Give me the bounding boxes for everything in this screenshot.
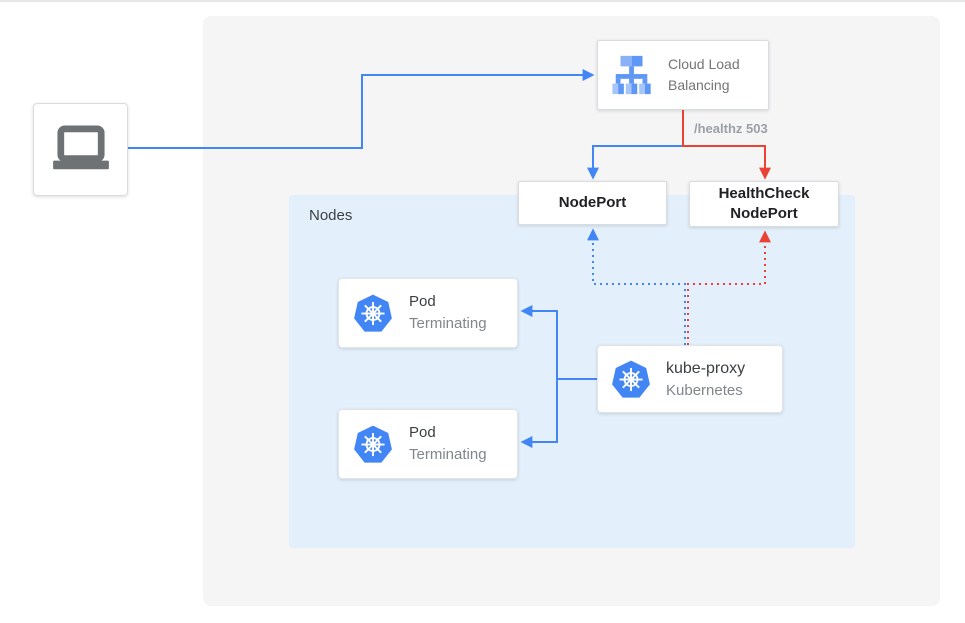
nodes-group-label: Nodes — [309, 207, 353, 224]
pod2-title: Pod — [409, 424, 436, 441]
kubeproxy-to-nodeport-dotted-connector — [587, 228, 686, 345]
pod1-labels: Pod Terminating — [409, 291, 487, 335]
healthz-to-healthcheck-nodeport-connector — [682, 110, 771, 180]
pod2-labels: Pod Terminating — [409, 422, 487, 466]
healthz-503-label: /healthz 503 — [694, 121, 768, 136]
kubernetes-icon — [354, 425, 392, 463]
kube-proxy-labels: kube-proxy Kubernetes — [666, 357, 745, 402]
healthcheck-nodeport-label: HealthCheck NodePort — [718, 185, 810, 222]
kubernetes-icon — [354, 294, 392, 332]
pod2-status: Terminating — [409, 446, 487, 463]
kube-proxy-subtitle: Kubernetes — [666, 381, 743, 399]
loadbalancer-to-nodeport-connector — [587, 145, 684, 180]
healthcheck-nodeport-node: HealthCheck NodePort — [689, 181, 839, 227]
client-node — [33, 103, 128, 196]
load-balancer-icon — [612, 55, 651, 95]
client-to-loadbalancer-connector — [128, 69, 595, 149]
kubeproxy-to-pod2-connector — [520, 379, 558, 448]
pod1-title: Pod — [409, 293, 436, 310]
window-top-divider — [0, 0, 965, 2]
pod1-node: Pod Terminating — [338, 278, 518, 348]
kubeproxy-to-pod1-connector — [520, 305, 597, 380]
nodeport-label: NodePort — [558, 194, 627, 211]
cloud-load-balancing-label: Cloud Load Balancing — [668, 56, 740, 93]
pod1-status: Terminating — [409, 315, 487, 332]
kube-proxy-title: kube-proxy — [666, 359, 746, 377]
kubeproxy-to-healthcheck-dotted-connector — [687, 230, 771, 345]
laptop-icon — [52, 124, 109, 169]
pod2-node: Pod Terminating — [338, 409, 518, 479]
kubernetes-icon — [612, 360, 650, 398]
nodeport-node: NodePort — [518, 181, 667, 225]
kube-proxy-node: kube-proxy Kubernetes — [597, 345, 783, 413]
cloud-load-balancing-node: Cloud Load Balancing — [597, 40, 769, 110]
